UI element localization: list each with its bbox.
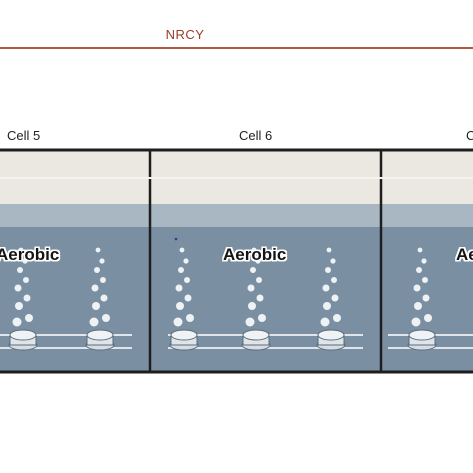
- air-bubble-icon: [100, 277, 106, 283]
- bubbles: [12, 247, 432, 327]
- air-bubble-icon: [258, 314, 266, 322]
- air-bubble-icon: [421, 258, 427, 264]
- air-bubble-icon: [183, 258, 189, 264]
- diffusers: [8, 329, 437, 351]
- diffuser-icon: [85, 329, 115, 351]
- air-bubble-icon: [413, 284, 421, 292]
- diffuser-top: [9, 329, 37, 341]
- zone-label-cell-7: Ae: [456, 245, 473, 264]
- air-bubble-icon: [322, 284, 330, 292]
- air-bubble-icon: [333, 314, 341, 322]
- air-bubble-icon: [18, 247, 24, 253]
- air-bubble-icon: [331, 277, 337, 283]
- air-bubble-icon: [331, 294, 339, 302]
- air-bubble-icon: [89, 317, 99, 327]
- air-bubble-icon: [411, 317, 421, 327]
- air-bubble-icon: [12, 317, 22, 327]
- diffuser-top: [317, 329, 345, 341]
- nrcy-line: [0, 47, 473, 49]
- diffuser-icon: [316, 329, 346, 351]
- air-bubble-icon: [25, 314, 33, 322]
- air-bubble-icon: [184, 277, 190, 283]
- air-bubble-icon: [320, 317, 330, 327]
- zone-label-cell-6: Aerobic: [223, 245, 287, 264]
- air-bubble-icon: [416, 267, 422, 273]
- air-bubble-icon: [256, 277, 262, 283]
- air-bubble-icon: [15, 302, 23, 310]
- air-bubble-icon: [256, 294, 264, 302]
- air-bubble-icon: [250, 267, 256, 273]
- air-bubble-icon: [176, 302, 184, 310]
- air-bubble-icon: [255, 258, 261, 264]
- air-bubble-icon: [22, 258, 28, 264]
- air-bubble-icon: [178, 267, 184, 273]
- diffuser-top: [170, 329, 198, 341]
- air-bubble-icon: [186, 314, 194, 322]
- air-bubble-icon: [14, 284, 22, 292]
- air-bubble-icon: [94, 267, 100, 273]
- air-bubble-icon: [247, 284, 255, 292]
- air-bubble-icon: [326, 247, 332, 253]
- diffuser-icon: [169, 329, 199, 351]
- diffuser-icon: [8, 329, 38, 351]
- air-bubble-icon: [424, 314, 432, 322]
- air-bubble-icon: [184, 294, 192, 302]
- water-surface-band: [0, 204, 473, 227]
- air-bubble-icon: [248, 302, 256, 310]
- diffuser-icon: [241, 329, 271, 351]
- cell-label-5: Cell 5: [7, 128, 41, 143]
- diffuser-top: [242, 329, 270, 341]
- air-bubble-icon: [173, 317, 183, 327]
- diffuser-icon: [407, 329, 437, 351]
- cell-label-7: C: [466, 128, 473, 143]
- air-bubble-icon: [179, 247, 185, 253]
- air-bubble-icon: [330, 258, 336, 264]
- marker-dot: [174, 237, 178, 241]
- air-bubble-icon: [175, 284, 183, 292]
- air-bubble-icon: [23, 277, 29, 283]
- diffuser-top: [408, 329, 436, 341]
- air-bubble-icon: [102, 314, 110, 322]
- air-bubble-icon: [23, 294, 31, 302]
- zone-label-cell-5: Aerobic: [0, 245, 60, 264]
- nrcy-label: NRCY: [165, 27, 205, 42]
- air-bubble-icon: [99, 258, 105, 264]
- air-bubble-icon: [325, 267, 331, 273]
- air-bubble-icon: [17, 267, 23, 273]
- air-bubble-icon: [92, 302, 100, 310]
- cell-label-6: Cell 6: [239, 128, 273, 143]
- air-bubble-icon: [323, 302, 331, 310]
- air-bubble-icon: [422, 277, 428, 283]
- air-bubble-icon: [414, 302, 422, 310]
- air-bubble-icon: [95, 247, 101, 253]
- air-bubble-icon: [417, 247, 423, 253]
- air-bubble-icon: [91, 284, 99, 292]
- air-bubble-icon: [100, 294, 108, 302]
- air-bubble-icon: [422, 294, 430, 302]
- air-bubble-icon: [245, 317, 255, 327]
- air-bubble-icon: [251, 247, 257, 253]
- diffuser-top: [86, 329, 114, 341]
